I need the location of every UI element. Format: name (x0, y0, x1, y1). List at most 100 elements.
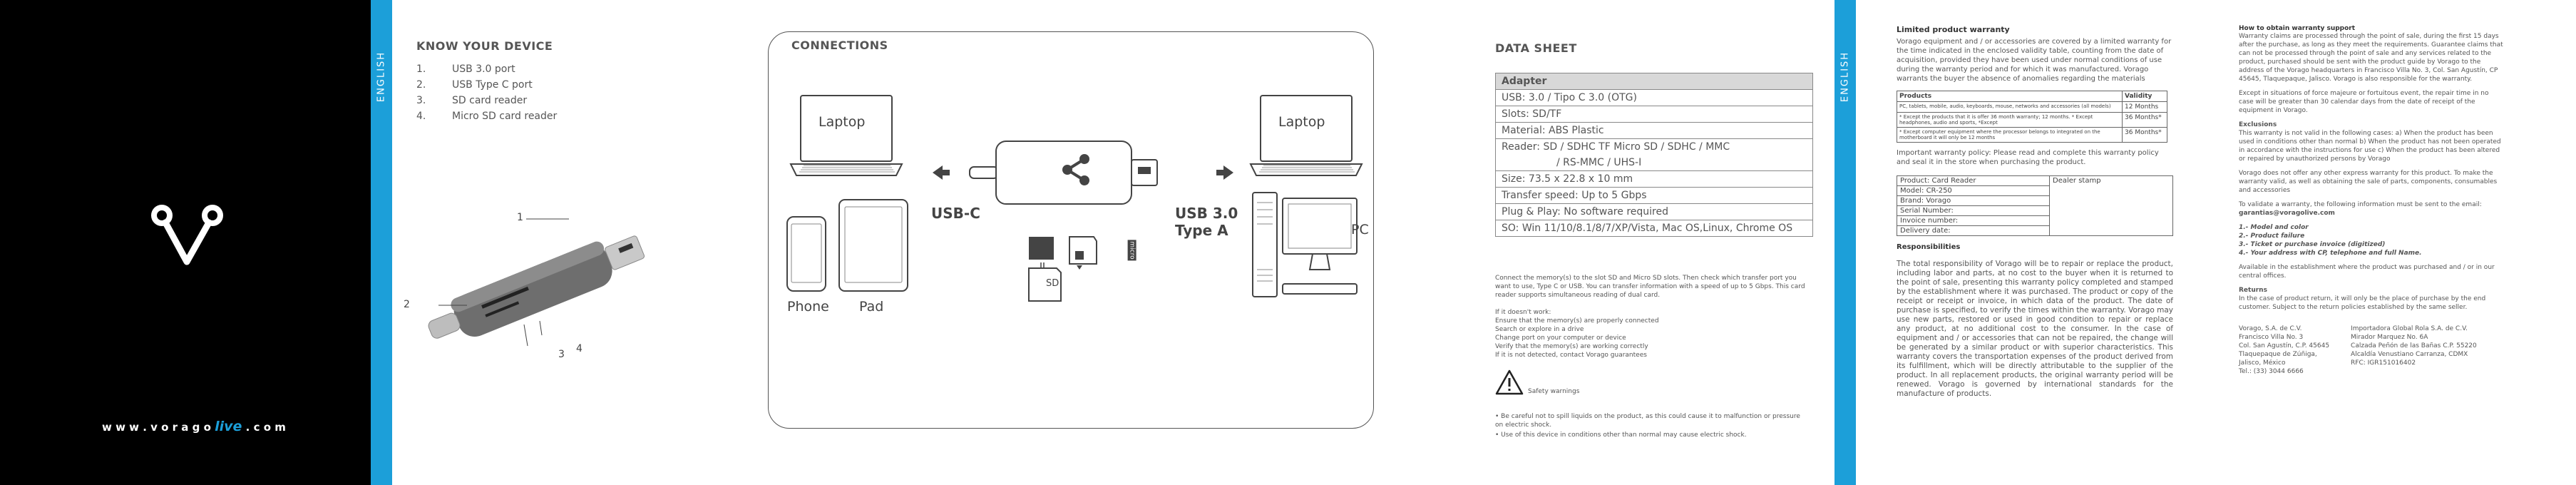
datasheet-table: Adapter USB: 3.0 / Tipo C 3.0 (OTG) Slot… (1495, 73, 1813, 237)
card-field: Product: Card Reader (1897, 175, 2050, 186)
responsibilities-text: The total responsibility of Vorago will … (1897, 260, 2173, 398)
pc-icon (1252, 192, 1358, 297)
datasheet-row: Slots: SD/TF (1495, 106, 1813, 123)
exclusions-text: This warranty is not valid in the follow… (2239, 130, 2501, 163)
troubleshoot-title: If it doesn't work: (1495, 309, 1551, 316)
how-text: Warranty claims are processed through th… (2239, 33, 2503, 83)
safety-warning-2: • Use of this device in conditions other… (1495, 432, 1747, 439)
addresses: Vorago, S.A. de C.V.Francisco Villa No. … (2239, 325, 2504, 376)
card-field: Invoice number: (1897, 215, 2050, 226)
datasheet-row: Transfer speed: Up to 5 Gbps (1495, 187, 1813, 204)
list-item: 2.- Product failure (2239, 233, 2305, 240)
safety-warnings-label: Safety warnings (1528, 388, 1580, 395)
list-item: Change port on your computer or device (1495, 335, 1626, 342)
vorago-logo-icon (151, 205, 223, 265)
laptop-icon (789, 95, 903, 176)
phone-icon (786, 216, 826, 292)
warranty-title: Limited product warranty (1897, 25, 2010, 34)
table-header: Products (1897, 91, 2123, 102)
address-vorago: Vorago, S.A. de C.V.Francisco Villa No. … (2239, 325, 2330, 375)
datasheet-row: Plug & Play: No software required (1495, 203, 1813, 220)
list-item: Verify that the memory(s) are working co… (1495, 343, 1648, 350)
section-title-device: KNOW YOUR DEVICE (416, 39, 553, 53)
validate-text: To validate a warranty, the following in… (2239, 201, 2482, 208)
card-field: Serial Number: (1897, 205, 2050, 216)
memory-cards-icon (1028, 236, 1097, 302)
card-reader-illustration (428, 218, 645, 347)
safety-warning-1: • Be careful not to spill liquids on the… (1495, 413, 1800, 429)
list-item: Ensure that the memory(s) are properly c… (1495, 317, 1659, 325)
callout-3: 3 (558, 349, 565, 360)
datasheet-row: Size: 73.5 x 22.8 x 10 mm (1495, 170, 1813, 188)
datasheet-row: USB: 3.0 / Tipo C 3.0 (OTG) (1495, 89, 1813, 106)
datasheet-row: Reader: SD / SDHC TF Micro SD / SDHC / M… (1495, 138, 1813, 155)
share-icon (1062, 154, 1089, 185)
list-item: 4.Micro SD card reader (416, 111, 558, 122)
datasheet-row: Material: ABS Plastic (1495, 122, 1813, 139)
device-parts-list: 1.USB 3.0 port 2.USB Type C port 3.SD ca… (416, 61, 602, 124)
laptop-left-label: Laptop (819, 114, 866, 130)
micro-card-label: micro (1127, 240, 1136, 261)
list-item: 1.USB 3.0 port (416, 63, 515, 75)
usbc-label: USB-C (931, 205, 980, 222)
language-tab-warranty: ENGLISH (1834, 0, 1856, 485)
callout-2: 2 (404, 299, 410, 310)
datasheet-row: SO: Win 11/10/8.1/8/7/XP/Vista, Mac OS,L… (1495, 220, 1813, 237)
parts-text: Vorago does not offer any other express … (2239, 170, 2498, 194)
how-title: How to obtain warranty support (2239, 25, 2356, 32)
address-importer: Importadora Global Rola S.A. de C.V.Mira… (2351, 325, 2477, 367)
troubleshoot-list: If it doesn't work: Ensure that the memo… (1495, 308, 1809, 359)
laptop-right-icon (1249, 95, 1363, 176)
connect-instructions: Connect the memory(s) to the slot SD and… (1495, 275, 1805, 299)
table-header: Validity (2122, 91, 2167, 102)
warranty-intro: Vorago equipment and / or accessories ar… (1897, 38, 2172, 83)
table-row: PC, tablets, mobile, audio, keyboards, m… (1897, 101, 2167, 113)
list-item: If it is not detected, contact Vorago gu… (1495, 352, 1647, 359)
policy-note: Important warranty policy: Please read a… (1897, 149, 2159, 166)
list-item: Search or explore in a drive (1495, 326, 1584, 333)
list-item: 3.SD card reader (416, 95, 528, 106)
table-row: * Except computer equipment where the pr… (1897, 127, 2167, 143)
section-title-datasheet: DATA SHEET (1495, 41, 1577, 55)
returns-title: Returns (2239, 287, 2267, 294)
callout-1: 1 (517, 212, 523, 223)
usb3-label-line2: Type A (1175, 222, 1228, 239)
section-title-connections: CONNECTIONS (791, 39, 888, 52)
warranty-col-1: Limited product warranty Vorago equipmen… (1897, 25, 2173, 399)
connections-panel (768, 31, 1374, 429)
support-email[interactable]: garantias@voragolive.com (2239, 210, 2335, 217)
card-field: Brand: Vorago (1897, 195, 2050, 206)
except-text: Except in situations of force majeure or… (2239, 90, 2489, 114)
exclusions-title: Exclusions (2239, 121, 2277, 128)
language-tab: ENGLISH (371, 0, 392, 485)
brand-url[interactable]: w w w . v o r a g o live . c o m (102, 419, 286, 434)
returns-text: In the case of product return, it will o… (2239, 295, 2486, 311)
usb3-label-line1: USB 3.0 (1175, 205, 1238, 222)
responsibilities-title: Responsibilities (1897, 243, 1961, 251)
sd-card-label: SD (1046, 278, 1059, 289)
tablet-icon (838, 199, 908, 292)
dealer-stamp: Dealer stamp (2049, 175, 2173, 236)
phone-label: Phone (787, 299, 829, 315)
usb3-label: USB 3.0 Type A (1175, 205, 1238, 239)
callout-4: 4 (576, 343, 583, 354)
brand-panel: w w w . v o r a g o live . c o m (0, 0, 371, 485)
list-item: 4.- Your address with CP, telephone and … (2239, 250, 2422, 257)
laptop-right-label: Laptop (1278, 114, 1325, 130)
card-field: Delivery date: (1897, 225, 2050, 236)
card-field: Model: CR-250 (1897, 185, 2050, 196)
pc-label: PC (1351, 222, 1369, 238)
list-item: 2.USB Type C port (416, 79, 533, 91)
datasheet-row: Adapter (1495, 73, 1813, 90)
requirements-list: 1.- Model and color 2.- Product failure … (2239, 223, 2504, 257)
pad-label: Pad (859, 299, 884, 315)
warranty-col-2: How to obtain warranty support Warranty … (2239, 25, 2504, 376)
availability-text: Available in the establishment where the… (2239, 264, 2495, 280)
warning-icon (1495, 369, 1524, 395)
list-item: 1.- Model and color (2239, 224, 2309, 231)
list-item: 3.- Ticket or purchase invoice (digitize… (2239, 241, 2386, 248)
table-row: * Except the products that it is offer 3… (1897, 112, 2167, 128)
datasheet-row: / RS-MMC / UHS-I (1495, 155, 1813, 171)
